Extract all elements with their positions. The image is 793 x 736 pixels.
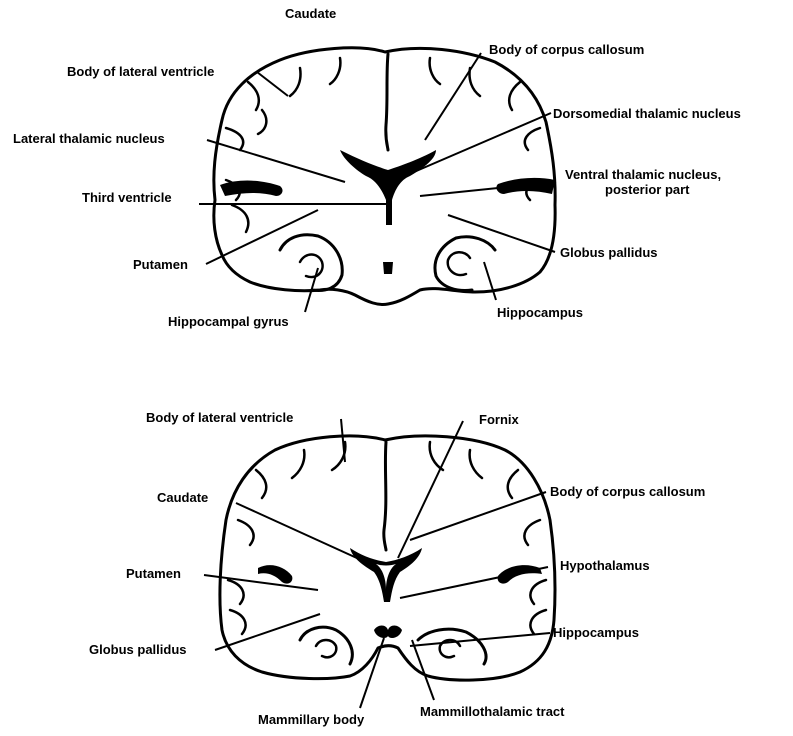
- bottom-left-sylvian: [258, 565, 292, 583]
- label-top-body-of-lateral-ventricle: Body of lateral ventricle: [67, 64, 214, 79]
- top-left-hippocampal-curl: [300, 255, 323, 278]
- top-right-hippocampal-curl: [448, 252, 470, 275]
- top-left-temporal-lobe: [280, 235, 342, 291]
- label-bottom-mammillothalamic-tract: Mammillothalamic tract: [420, 704, 565, 719]
- label-bottom-putamen: Putamen: [126, 566, 181, 581]
- label-bottom-hypothalamus: Hypothalamus: [560, 558, 650, 573]
- label-bottom-mammillary-body: Mammillary body: [258, 712, 364, 727]
- label-bottom-caudate: Caudate: [157, 490, 208, 505]
- label-top-third-ventricle: Third ventricle: [82, 190, 172, 205]
- label-top-putamen: Putamen: [133, 257, 188, 272]
- label-top-hippocampus: Hippocampus: [497, 305, 583, 320]
- label-top-ventral-thalamic-nucleus-line2: posterior part: [565, 182, 725, 197]
- label-top-lateral-thalamic-nucleus: Lateral thalamic nucleus: [13, 131, 165, 146]
- label-bottom-globus-pallidus: Globus pallidus: [89, 642, 187, 657]
- top-brainstem-notch: [383, 262, 393, 274]
- label-bottom-hippocampus: Hippocampus: [553, 625, 639, 640]
- top-right-temporal-lobe: [435, 237, 495, 291]
- bottom-left-hippocampal-curl: [316, 640, 336, 657]
- top-midline-fissure: [386, 54, 388, 150]
- label-top-caudate: Caudate: [285, 6, 336, 21]
- bottom-gyri-left: [228, 442, 345, 634]
- top-brain-section: [214, 48, 555, 305]
- label-top-ventral-thalamic-nucleus-line1: Ventral thalamic nucleus,: [565, 167, 721, 182]
- label-top-dorsomedial-thalamic-nucleus: Dorsomedial thalamic nucleus: [553, 106, 741, 121]
- top-third-ventricle: [386, 178, 392, 225]
- bottom-right-temporal-lobe: [418, 629, 486, 664]
- label-bottom-fornix: Fornix: [479, 412, 519, 427]
- label-bottom-body-of-corpus-callosum: Body of corpus callosum: [550, 484, 705, 499]
- bottom-midline-fissure: [384, 442, 386, 550]
- bottom-brain-outline: [220, 436, 555, 680]
- top-left-sylvian: [220, 181, 283, 196]
- label-top-ventral-thalamic-nucleus: Ventral thalamic nucleus, posterior part: [565, 167, 725, 197]
- bottom-brain-section: [220, 436, 555, 680]
- label-bottom-body-of-lateral-ventricle: Body of lateral ventricle: [146, 410, 293, 425]
- bottom-mammillary-bodies: [374, 626, 402, 639]
- bottom-right-sylvian: [498, 565, 542, 583]
- label-top-globus-pallidus: Globus pallidus: [560, 245, 658, 260]
- label-top-body-of-corpus-callosum: Body of corpus callosum: [489, 42, 644, 57]
- label-top-hippocampal-gyrus: Hippocampal gyrus: [168, 314, 289, 329]
